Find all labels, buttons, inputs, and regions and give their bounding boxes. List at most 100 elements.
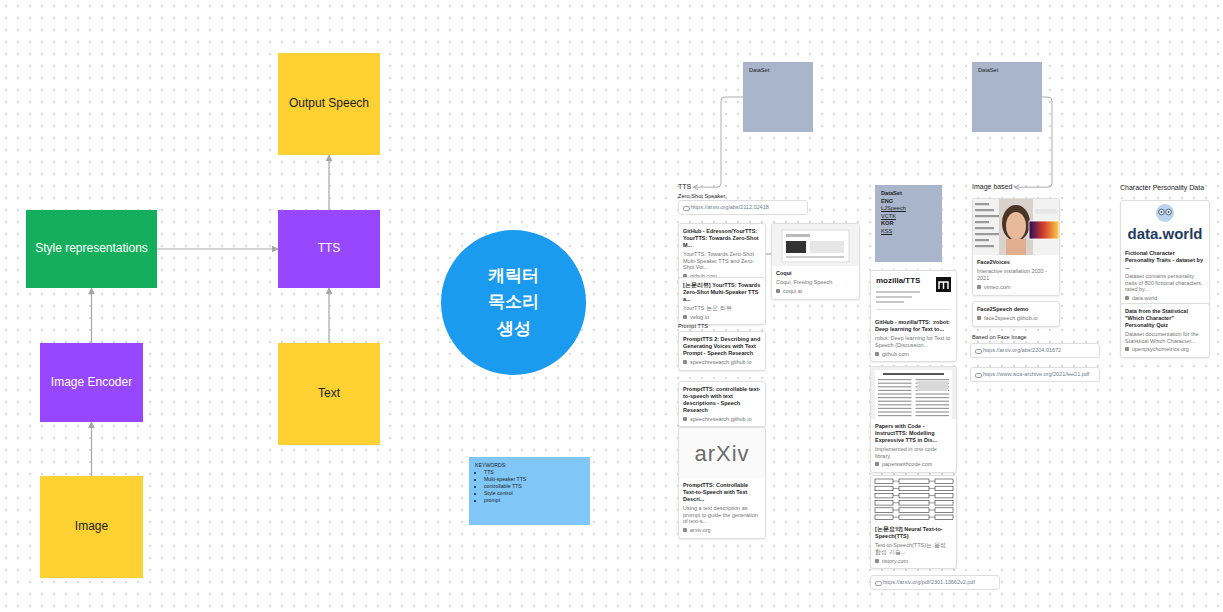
- illustration-part: [786, 234, 810, 237]
- box-label: Image Encoder: [51, 374, 132, 391]
- note-text: DataSet: [978, 67, 1036, 75]
- card-title: GitHub - mozilla/TTS: :robot: Deep learn…: [875, 319, 952, 333]
- illustration-part: [975, 203, 989, 205]
- illustration-part: [916, 408, 950, 409]
- illustration-part: [810, 241, 844, 253]
- illustration-part: [899, 479, 929, 484]
- card-text: Dataset contains personality traits of 8…: [1125, 273, 1205, 294]
- note-text: VCTK: [881, 213, 936, 221]
- link-card: https://arxiv.org/pdf/2301.13662v2.pdf: [870, 575, 1000, 590]
- thumbnail-art: [871, 476, 956, 522]
- keyword-item: prompt: [484, 497, 584, 504]
- connector-arrow: [693, 97, 743, 187]
- card-title: Fictional Character Personality Traits -…: [1125, 250, 1205, 271]
- process-box: Style representations: [26, 210, 157, 288]
- illustration-part: [1161, 211, 1163, 213]
- illustration-part: [935, 508, 953, 513]
- illustration-part: [878, 379, 912, 380]
- illustration-part: [936, 277, 951, 292]
- keyword-list: TTSMulti-speaker TTScontrollable TTSStyl…: [475, 469, 584, 504]
- illustration-part: [878, 383, 912, 384]
- box-label: TTS: [318, 240, 341, 257]
- link-card: https://arxiv.org/abs/2112.02418: [678, 200, 808, 215]
- illustration-part: [939, 282, 948, 289]
- illustration-part: [1121, 201, 1209, 246]
- illustration-part: [929, 510, 935, 511]
- illustration-part: [875, 486, 893, 491]
- card-text: Implemented in one code library.: [875, 446, 952, 460]
- topic-circle: 캐릭터 목소리 생성: [441, 230, 586, 375]
- illustration-part: [1035, 209, 1057, 214]
- illustration-part: [975, 227, 994, 229]
- link-card: Face2Speech demoface2speech.github.io: [972, 301, 1060, 327]
- illustration-part: [876, 291, 920, 293]
- link-card: https://www.isca-archive.org/2021/lee21.…: [970, 367, 1100, 382]
- link-card: Face2VoicesInteractive installation 2020…: [972, 198, 1060, 296]
- connector-arrow: [91, 288, 92, 343]
- illustration-part: [871, 367, 956, 419]
- illustration-part: [878, 393, 912, 394]
- illustration-part: [1029, 221, 1059, 239]
- domain-text: arxiv.org: [683, 527, 761, 534]
- domain-text: github.com: [875, 351, 952, 358]
- card-title: PromptTTS: Controllable Text-to-Speech w…: [683, 482, 761, 503]
- card-text: YourTTS 논문 리뷰: [683, 305, 761, 312]
- section-label: Based on Face Image: [972, 334, 1027, 341]
- illustration-part: [916, 379, 950, 380]
- card-title: Coqui: [776, 270, 855, 277]
- output-box: Output Speech: [278, 53, 380, 155]
- note-text: KOR: [881, 220, 936, 228]
- card-title: Face2Voices: [977, 259, 1055, 266]
- card-text: arXiv: [679, 428, 765, 468]
- illustration-part: [875, 508, 893, 513]
- illustration-part: [893, 495, 899, 496]
- card-text: robot: Deep learning for Text to Speech …: [875, 335, 952, 349]
- illustration-part: [893, 488, 899, 489]
- note-text: LJSpeech: [881, 205, 936, 213]
- illustration-part: [878, 404, 912, 405]
- illustration-part: [916, 415, 950, 416]
- process-box: Image Encoder: [40, 343, 143, 422]
- card-thumbnail: [871, 476, 956, 522]
- process-box: TTS: [278, 210, 380, 288]
- card-title: Papers with Code - InstructTTS: Modellin…: [875, 423, 952, 444]
- card-text: Text-to-Speech(TTS)는 음성 합성 기술...: [875, 542, 952, 556]
- domain-text: paperswithcode.com: [875, 461, 952, 468]
- note-text: KSS: [881, 228, 936, 236]
- illustration-part: [929, 495, 935, 496]
- illustration-part: [975, 233, 999, 235]
- card-thumbnail: data.world: [1121, 201, 1209, 246]
- note-text: DataSet: [881, 190, 936, 198]
- card-thumbnail: [772, 224, 859, 266]
- keyword-item: TTS: [484, 469, 584, 476]
- domain-text: openpsychometrics.org: [1125, 346, 1205, 353]
- section-label: Character Personality Data: [1120, 184, 1204, 192]
- illustration-part: [679, 428, 765, 478]
- card-title: Data from the Statistical "Which Charact…: [1125, 308, 1205, 329]
- illustration-part: [935, 486, 953, 491]
- illustration-part: [786, 256, 844, 258]
- illustration-part: [899, 493, 929, 498]
- circle-fill: [441, 230, 586, 375]
- illustration-part: [899, 515, 929, 520]
- box-label: Image: [75, 518, 108, 535]
- note-heading: KEYWORDS:: [475, 462, 584, 469]
- url-text: https://www.isca-archive.org/2021/lee21.…: [983, 371, 1094, 378]
- url-text: https://arxiv.org/abs/2204.01672: [983, 347, 1094, 354]
- link-card: PromptTTS 2: Describing and Generating V…: [678, 331, 766, 371]
- link-card: [논문리뷰] YourTTS: Towards Zero-Shot Multi-…: [678, 277, 766, 325]
- keyword-item: Multi-speaker TTS: [484, 476, 584, 483]
- link-card: arXivPromptTTS: Controllable Text-to-Spe…: [678, 427, 766, 539]
- link-card: PromptTTS: controllable text-to-speech w…: [678, 381, 766, 427]
- illustration-part: [876, 296, 912, 298]
- illustration-part: [878, 397, 912, 398]
- illustration-part: [918, 381, 949, 391]
- illustration-part: [876, 309, 951, 310]
- input-box: Image: [40, 476, 143, 578]
- illustration-part: [878, 401, 912, 402]
- illustration-part: [1156, 204, 1174, 222]
- card-text: mozilla/TTS: [871, 271, 956, 286]
- note-text: ENG: [881, 198, 936, 206]
- illustration-part: [883, 373, 944, 375]
- illustration-part: [999, 199, 1033, 255]
